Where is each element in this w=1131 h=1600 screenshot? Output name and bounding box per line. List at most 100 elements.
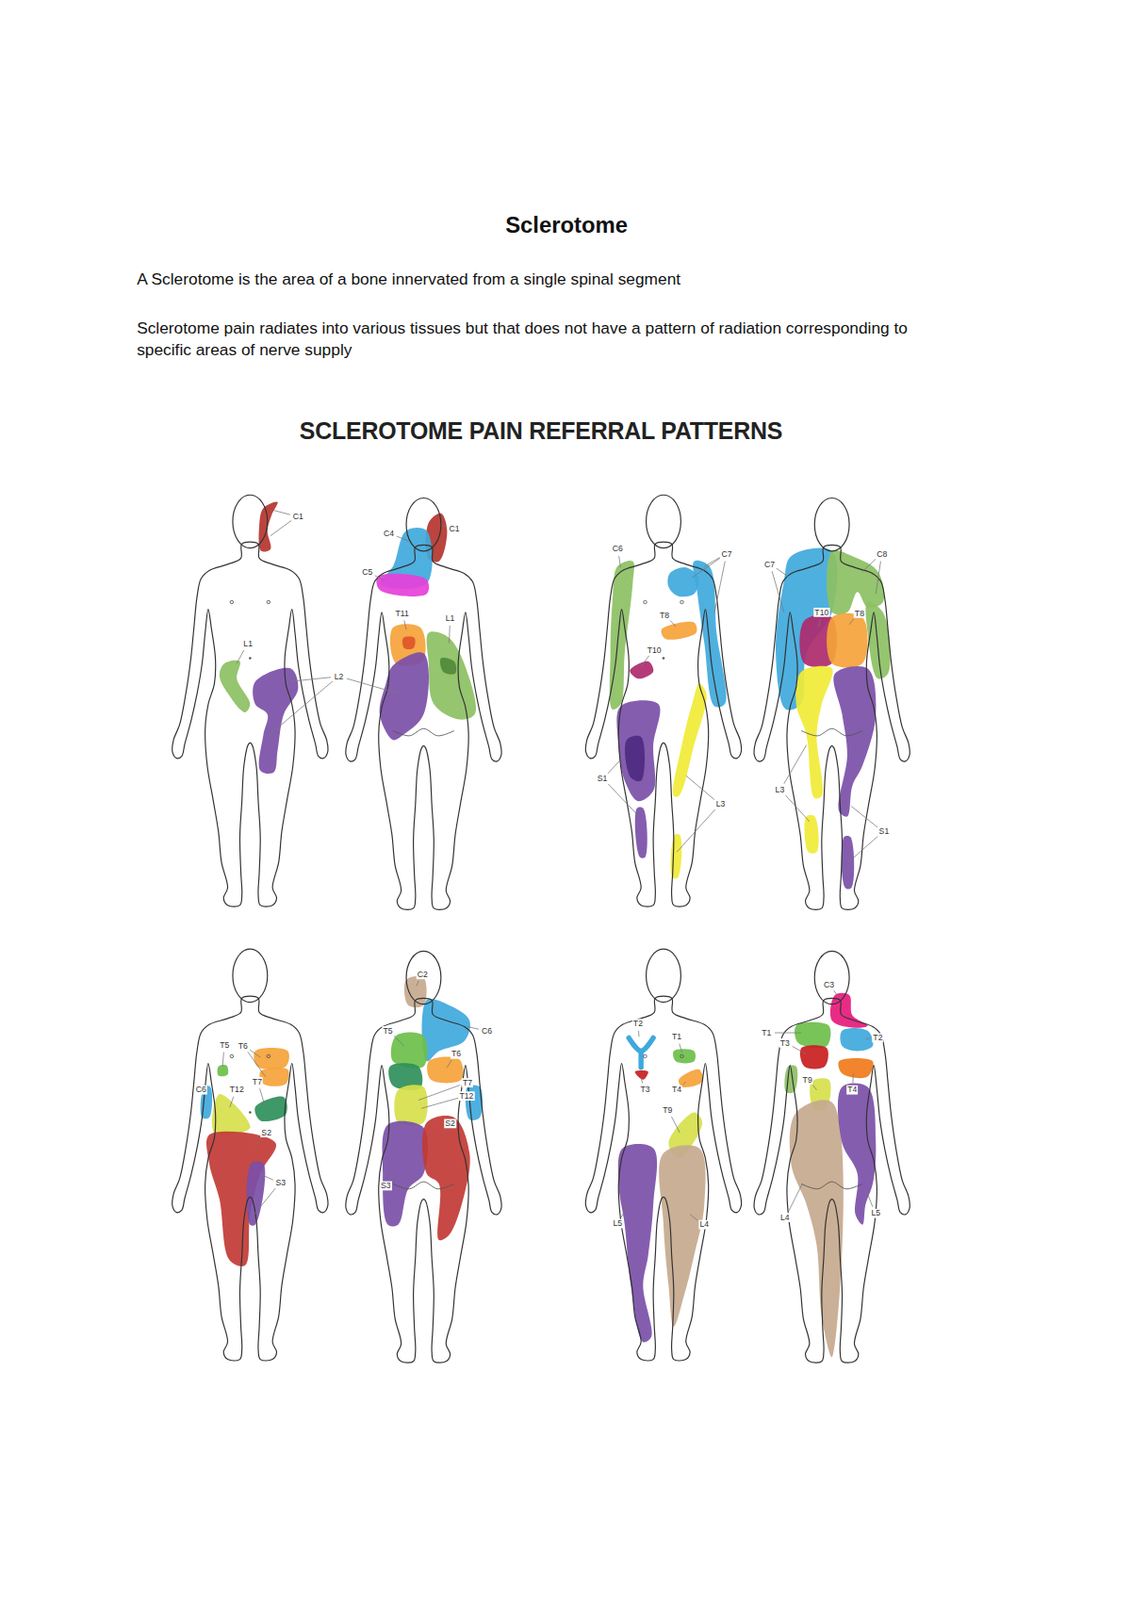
leader-line (640, 1078, 643, 1084)
sclerotome-region (794, 1022, 831, 1049)
leader-lines (204, 510, 881, 1222)
segment-label: T11 (393, 608, 410, 619)
leader-line (812, 1084, 817, 1090)
leader-line (691, 557, 721, 578)
body-outline (345, 544, 502, 910)
sclerotome-region (253, 1048, 290, 1070)
body-fill (585, 541, 741, 907)
segment-label: C7 (763, 559, 776, 570)
head-fill (814, 498, 850, 552)
segment-label: T6 (237, 1041, 249, 1051)
head-fill (232, 949, 268, 1002)
leader-line (229, 1097, 234, 1108)
leader-line (848, 836, 878, 864)
segment-label: S3 (379, 1181, 393, 1192)
segment-label: C1 (447, 524, 460, 534)
leader-line (862, 558, 876, 572)
body-fill (345, 544, 502, 910)
leader-line (640, 655, 650, 667)
leader-line (448, 625, 451, 643)
leader-line (259, 1173, 274, 1181)
leader-line (679, 1044, 683, 1053)
leader-line (247, 1051, 266, 1077)
leader-line (704, 557, 720, 567)
sclerotome-region (212, 1094, 251, 1136)
leader-line (442, 1129, 445, 1133)
segment-label: T5 (381, 1026, 394, 1036)
leader-line (269, 681, 333, 736)
leader-line (287, 677, 331, 683)
segment-label: C5 (360, 568, 374, 578)
head-outline (232, 494, 268, 548)
sclerotome-region (800, 1045, 829, 1069)
leader-line (222, 1052, 224, 1067)
leader-line (875, 561, 881, 595)
head-outline (814, 950, 850, 1004)
sclerotome-region (252, 668, 298, 774)
sclerotome-region (404, 976, 427, 1008)
leader-line (776, 568, 788, 577)
head-outline (814, 498, 850, 552)
sclerotome-region (393, 1084, 427, 1127)
sclerotome-region (616, 700, 660, 802)
head-outline (646, 494, 682, 548)
sclerotome-region (422, 999, 471, 1062)
segment-label: T4 (846, 1085, 858, 1096)
navel-mark (248, 1111, 252, 1115)
nipple-mark (266, 600, 270, 604)
leader-line (619, 556, 622, 568)
segment-label: T3 (779, 1038, 791, 1049)
nipple-mark (229, 600, 233, 604)
sclerotome-region (254, 1097, 288, 1122)
sclerotome-region (841, 835, 855, 890)
segment-label: L3 (715, 800, 727, 810)
sclerotome-region (402, 636, 416, 650)
head-outline (646, 949, 682, 1002)
segment-label: S2 (260, 1128, 273, 1138)
sclerotome-region (839, 1028, 873, 1052)
segment-label: T1 (760, 1028, 772, 1038)
nipple-mark (643, 600, 647, 604)
sclerotome-region (789, 1099, 844, 1358)
leader-line (849, 619, 854, 625)
leader-line (249, 1049, 261, 1058)
segment-label: T2 (632, 1018, 644, 1029)
body-fill (585, 996, 741, 1361)
leader-line (446, 1060, 452, 1068)
leader-line (607, 784, 640, 818)
sclerotome-region (635, 807, 648, 859)
sclerotome-region (629, 661, 654, 680)
sclerotome-region (391, 1032, 428, 1069)
navel-mark (248, 656, 252, 660)
segment-label: L1 (242, 639, 254, 650)
leader-line (421, 1098, 459, 1109)
gluteal-line (393, 728, 455, 737)
regions (200, 502, 891, 1359)
sclerotome-region (426, 1057, 464, 1084)
leader-line (865, 1038, 869, 1040)
body-outline (172, 996, 328, 1361)
leader-line (686, 775, 715, 801)
body-fill (345, 998, 502, 1363)
leader-line (260, 1088, 266, 1108)
sclerotome-region (803, 815, 819, 854)
leader-line (607, 754, 625, 773)
sclerotome-region (635, 1070, 649, 1081)
head-fill (646, 494, 682, 548)
navel-mark (662, 656, 666, 660)
segment-label: T12 (229, 1085, 246, 1096)
body-outline (754, 998, 910, 1363)
sclerotome-region (672, 1049, 696, 1064)
sclerotome-region (660, 622, 697, 640)
head-outline (232, 949, 268, 1002)
segment-label: C6 (480, 1026, 493, 1036)
leader-line (852, 1073, 854, 1083)
segment-label: C8 (875, 549, 888, 559)
leader-line (851, 806, 878, 828)
leader-line (868, 1194, 873, 1208)
sclerotome-region (672, 684, 707, 798)
leader-line (771, 571, 785, 613)
head-fill (646, 949, 682, 1002)
leader-line (714, 561, 725, 613)
